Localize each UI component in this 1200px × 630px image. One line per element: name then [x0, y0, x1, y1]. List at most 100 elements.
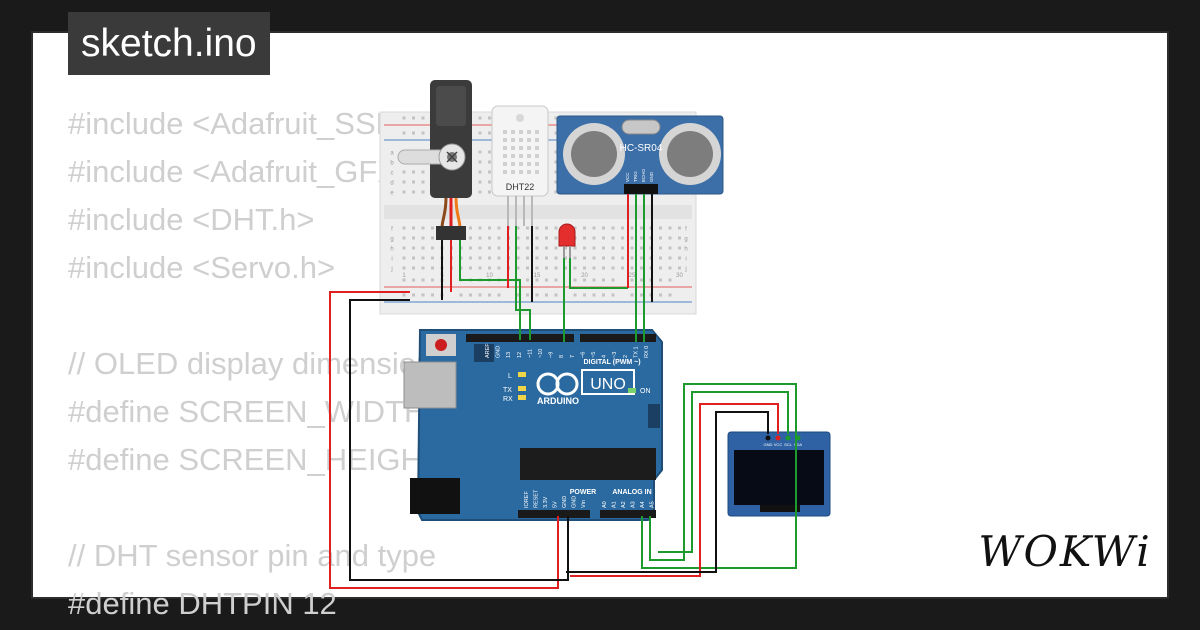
breadboard-hole — [554, 160, 558, 164]
dht22-grille-slot — [535, 130, 539, 134]
dht22-grille-slot — [535, 154, 539, 158]
breadboard-rail-hole — [421, 278, 425, 282]
breadboard-hole — [516, 226, 520, 230]
power-header-label: POWER — [570, 489, 596, 496]
breadboard-column-label: 10 — [486, 273, 493, 279]
breadboard-hole — [668, 266, 672, 270]
code-line: #define SCREEN_HEIGHT 64 — [68, 442, 485, 477]
breadboard-rail-hole — [402, 278, 406, 282]
breadboard-hole — [478, 266, 482, 270]
arduino-pin-label: A1 — [612, 501, 618, 508]
breadboard-rail-hole — [526, 278, 529, 282]
breadboard-hole — [640, 246, 643, 250]
breadboard-hole — [678, 266, 681, 270]
breadboard-hole — [554, 236, 558, 240]
dht22-grille-slot — [527, 146, 531, 150]
oled-pin-label: VCC — [774, 442, 783, 447]
breadboard-column-label: 25 — [629, 273, 636, 279]
breadboard-hole — [412, 170, 415, 174]
breadboard-hole — [497, 236, 501, 240]
breadboard-hole — [621, 226, 624, 230]
breadboard-hole — [630, 236, 634, 240]
breadboard-hole — [640, 266, 643, 270]
breadboard-rail-hole — [488, 116, 491, 120]
analog-header-label: ANALOG IN — [612, 489, 651, 496]
dht22-grille-slot — [535, 138, 539, 142]
breadboard-hole — [412, 236, 415, 240]
breadboard-hole — [488, 190, 491, 194]
breadboard-hole — [592, 226, 596, 230]
arduino-pin-label: 4 — [602, 355, 608, 358]
breadboard-hole — [488, 170, 491, 174]
breadboard-hole — [659, 266, 662, 270]
breadboard-hole — [621, 256, 624, 260]
breadboard-rail-hole — [602, 293, 605, 297]
wires — [329, 194, 797, 589]
hc-sr04-pin-label: TRIG — [633, 171, 638, 182]
breadboard-hole — [659, 246, 662, 250]
breadboard-rail-hole — [402, 116, 406, 120]
breadboard-row-label: j — [684, 267, 686, 273]
breadboard-hole — [592, 246, 596, 250]
dht22-grille-slot — [503, 146, 507, 150]
breadboard-hole — [412, 226, 415, 230]
breadboard-rail-hole — [526, 293, 529, 297]
breadboard-hole — [497, 266, 501, 270]
breadboard-hole — [592, 256, 596, 260]
breadboard-hole — [602, 256, 605, 260]
breadboard-hole — [431, 236, 434, 240]
dht22-grille-slot — [503, 130, 507, 134]
led-on-label: ON — [640, 388, 651, 395]
dht22-grille-slot — [511, 162, 515, 166]
breadboard-hole — [545, 226, 548, 230]
breadboard-rail-hole — [478, 293, 482, 297]
breadboard-rail-hole — [545, 293, 548, 297]
breadboard-hole — [640, 236, 643, 240]
breadboard-hole — [573, 246, 577, 250]
dht22-grille-slot — [535, 146, 539, 150]
breadboard-hole — [602, 236, 605, 240]
arduino-pin-label: A4 — [640, 501, 646, 508]
breadboard-hole — [564, 256, 567, 260]
breadboard-hole — [564, 246, 567, 250]
breadboard-hole — [478, 256, 482, 260]
breadboard-hole — [554, 266, 558, 270]
file-tab-sketch[interactable]: sketch.ino — [68, 12, 270, 75]
breadboard-hole — [497, 226, 501, 230]
breadboard-hole — [621, 236, 624, 240]
breadboard-hole — [668, 236, 672, 240]
breadboard-hole — [478, 180, 482, 184]
arduino-pin-label: ~6 — [580, 352, 586, 358]
breadboard-hole — [516, 266, 520, 270]
breadboard-rail-hole — [412, 278, 415, 282]
breadboard-hole — [678, 246, 681, 250]
breadboard-hole — [554, 256, 558, 260]
breadboard-rail-hole — [573, 278, 577, 282]
breadboard-hole — [516, 236, 520, 240]
breadboard-rail-hole — [640, 293, 643, 297]
breadboard-hole — [630, 256, 634, 260]
breadboard-hole — [412, 190, 415, 194]
breadboard-hole — [545, 246, 548, 250]
code-line: #include <Servo.h> — [68, 250, 336, 285]
led-l-label: L — [508, 373, 512, 380]
dht22-grille-slot — [511, 130, 515, 134]
breadboard-hole — [535, 246, 539, 250]
breadboard-hole — [611, 246, 615, 250]
arduino-pin-label: 12 — [517, 352, 523, 358]
breadboard-hole — [659, 236, 662, 240]
breadboard-row-label: f — [685, 227, 687, 233]
breadboard-hole — [573, 226, 577, 230]
breadboard-row-label: g — [390, 237, 393, 243]
breadboard-row-label: h — [390, 247, 393, 253]
breadboard-hole — [583, 226, 586, 230]
breadboard-hole — [478, 170, 482, 174]
breadboard-hole — [488, 180, 491, 184]
breadboard-rail-hole — [545, 278, 548, 282]
breadboard-rail-hole — [611, 278, 615, 282]
dht22-grille-slot — [527, 170, 531, 174]
breadboard-rail-hole — [497, 293, 501, 297]
breadboard-hole — [611, 226, 615, 230]
arduino-uno: UNO ARDUINO DIGITAL (PWM ~) POWER ANALOG… — [403, 329, 663, 521]
